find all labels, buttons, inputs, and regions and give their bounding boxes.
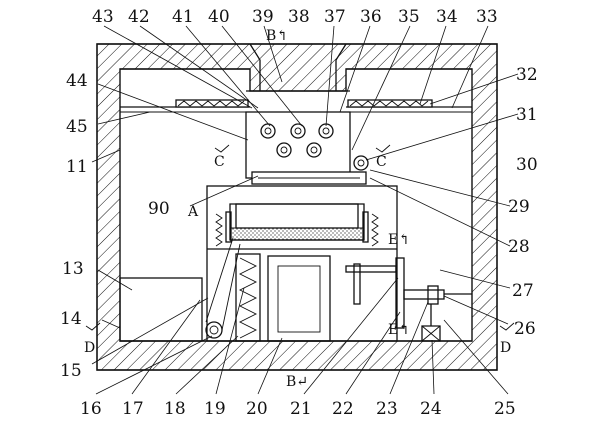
label-left-0: 44 [66,71,88,91]
label-top-5: 38 [288,7,310,27]
label-bottom-0: 16 [80,399,102,419]
hopper [246,43,350,92]
left-labels: 44 45 11 90 13 14 15 [60,71,170,381]
label-bottom-1: 17 [122,399,144,419]
section-d-left-arrow-icon [85,322,101,331]
label-left-3: 90 [148,199,170,219]
right-labels: 32 31 30 29 28 27 26 [508,65,538,339]
section-a: A [187,204,199,220]
label-top-10: 33 [476,7,498,27]
section-e-top: E↰ [388,232,410,248]
label-bottom-8: 24 [420,399,442,419]
section-c-right: C [376,154,387,170]
label-right-2: 30 [516,155,538,175]
label-left-1: 45 [66,117,88,137]
label-bottom-9: 25 [494,399,516,419]
label-bottom-5: 21 [290,399,312,419]
label-top-4: 39 [252,7,274,27]
label-bottom-2: 18 [164,399,186,419]
section-marks: B↰ B↵ C C A E↰ E↰ D D [84,28,515,390]
screen-tray [229,203,365,241]
left-filter [175,99,249,108]
label-top-0: 43 [92,7,114,27]
label-bottom-7: 23 [376,399,398,419]
label-bottom-3: 19 [204,399,226,419]
leader-lines [91,25,519,395]
label-left-5: 14 [60,309,82,329]
label-right-0: 32 [516,65,538,85]
label-top-9: 34 [436,7,458,27]
section-c-left: C [214,154,225,170]
pulley [353,155,369,171]
section-b-bottom: B↵ [286,374,308,390]
label-top-6: 37 [324,7,346,27]
crushing-box [245,111,367,185]
section-d-left: D [84,340,95,356]
label-left-4: 13 [62,259,84,279]
label-top-8: 35 [398,7,420,27]
section-c-right-arrow-icon [375,144,391,153]
label-right-3: 29 [508,197,530,217]
label-top-1: 42 [128,7,150,27]
section-d-right: D [500,340,511,356]
section-d-right-arrow-icon [499,322,515,331]
motor-box [119,237,241,342]
label-right-6: 26 [514,319,536,339]
label-left-2: 11 [66,157,88,177]
section-e-bottom: E↰ [388,322,410,338]
right-filter [347,99,433,108]
top-labels: 43 42 41 40 39 38 37 36 35 34 33 [92,7,498,27]
label-bottom-4: 20 [246,399,268,419]
bottom-labels: 16 17 18 19 20 21 22 23 24 25 [80,399,516,419]
label-top-3: 40 [208,7,230,27]
label-top-7: 36 [360,7,382,27]
label-right-5: 27 [512,281,534,301]
label-right-4: 28 [508,237,530,257]
label-bottom-6: 22 [332,399,354,419]
collection-box [267,255,331,342]
label-right-1: 31 [516,105,538,125]
section-b-top: B↰ [266,28,288,44]
shelf [120,106,472,113]
section-c-left-arrow-icon [214,144,230,153]
label-top-2: 41 [172,7,194,27]
label-left-6: 15 [60,361,82,381]
